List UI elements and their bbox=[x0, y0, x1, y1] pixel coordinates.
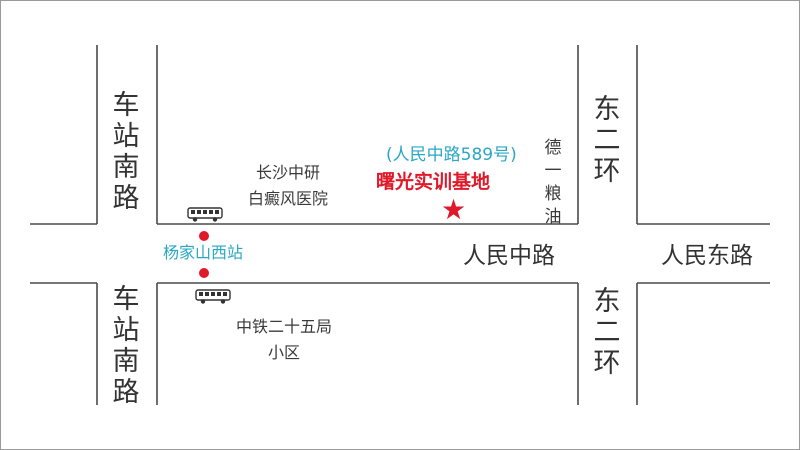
bus-stop-dot-south bbox=[199, 268, 209, 278]
bus-station-label: 杨家山西站 bbox=[163, 243, 244, 262]
west-road-label-lower: 车 站 南 路 bbox=[112, 284, 140, 408]
hospital-label-line2: 白癜风医院 bbox=[247, 189, 328, 208]
bus-icon-north bbox=[187, 207, 223, 222]
residence-label-line2: 小区 bbox=[267, 343, 300, 362]
residence-label-line1: 中铁二十五局 bbox=[235, 317, 332, 336]
east-street-label: 人民东路 bbox=[661, 243, 753, 269]
bus-icon-south bbox=[195, 289, 231, 304]
hospital-label: 长沙中研 白癜风医院 bbox=[224, 160, 352, 212]
grain-oil-label: 德 一 粮 油 bbox=[544, 138, 562, 227]
destination-name: 曙光实训基地 bbox=[376, 171, 491, 193]
main-street-label: 人民中路 bbox=[463, 243, 555, 269]
east-road-label-upper: 东 二 环 bbox=[593, 94, 621, 187]
bus-stop-dot-north bbox=[199, 231, 209, 241]
residence-label: 中铁二十五局 小区 bbox=[220, 314, 348, 366]
destination-star-icon: ★ bbox=[441, 193, 467, 226]
hospital-label-line1: 长沙中研 bbox=[255, 163, 320, 182]
west-road-label-upper: 车 站 南 路 bbox=[112, 90, 140, 214]
east-road-label-lower: 东 二 环 bbox=[593, 286, 621, 379]
destination-address: (人民中路589号) bbox=[386, 145, 517, 165]
